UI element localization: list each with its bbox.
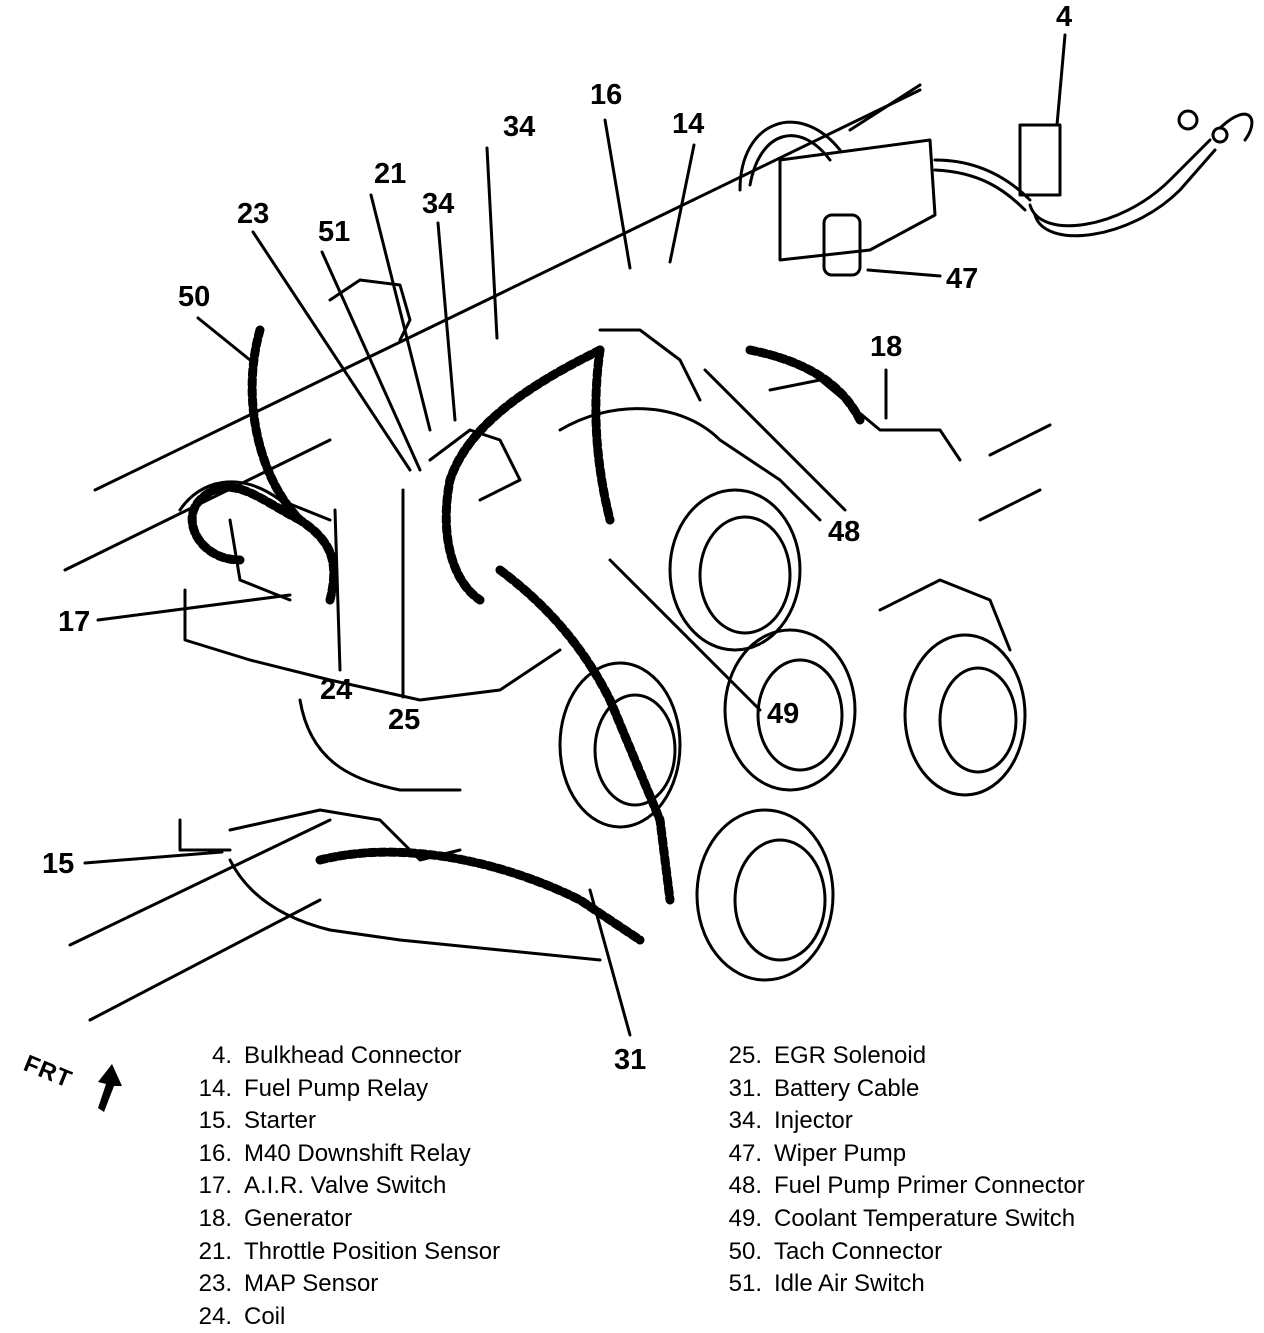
front-arrow-icon	[98, 1064, 122, 1112]
cowl-lines	[63, 83, 1052, 1022]
legend-number: 48.	[728, 1172, 762, 1200]
legend-label: Generator	[244, 1204, 353, 1232]
legend-label: Fuel Pump Primer Connector	[774, 1172, 1085, 1200]
callout-47: 47	[946, 263, 979, 295]
legend-label: MAP Sensor	[244, 1270, 379, 1298]
callout-24: 24	[320, 674, 353, 706]
callout-51: 51	[318, 216, 351, 248]
legend-item: 31. Battery Cable	[718, 1073, 1085, 1106]
legend-label: A.I.R. Valve Switch	[244, 1172, 447, 1200]
leader-lines	[83, 33, 1067, 1037]
legend-number: 24.	[198, 1302, 232, 1330]
callout-16: 16	[590, 79, 623, 111]
leader-14	[668, 143, 696, 264]
legend-number: 17.	[198, 1172, 232, 1200]
leader-34b	[436, 221, 457, 422]
callout-50: 50	[178, 281, 211, 313]
leader-16	[603, 118, 632, 270]
legend-label: Wiper Pump	[774, 1139, 907, 1167]
frt-label: FRT	[19, 1050, 77, 1094]
leader-15	[83, 850, 224, 865]
legend-number: 31.	[728, 1074, 762, 1102]
legend-number: 21.	[198, 1237, 232, 1265]
legend-item: 49. Coolant Temperature Switch	[718, 1203, 1085, 1236]
leader-24	[333, 508, 342, 672]
legend-item: 51. Idle Air Switch	[718, 1268, 1085, 1301]
leader-17	[96, 593, 292, 622]
leader-21	[369, 193, 432, 432]
leader-49	[608, 558, 762, 712]
legend-number: 34.	[728, 1107, 762, 1135]
legend-label: Coolant Temperature Switch	[774, 1204, 1076, 1232]
legend-item: 14. Fuel Pump Relay	[188, 1073, 500, 1106]
legend-number: 25.	[728, 1042, 762, 1069]
legend-number: 50.	[728, 1237, 762, 1265]
callout-14: 14	[672, 108, 705, 140]
legend-item: 47. Wiper Pump	[718, 1138, 1085, 1171]
legend-label: Tach Connector	[774, 1237, 943, 1265]
legend-label: Idle Air Switch	[774, 1270, 925, 1298]
leader-47	[866, 268, 942, 278]
wiper-pump-assembly	[738, 109, 1254, 277]
legend-number: 47.	[728, 1139, 762, 1167]
front-orientation-indicator: FRT	[20, 1050, 130, 1120]
pulleys	[558, 488, 1027, 982]
legend-item: 48. Fuel Pump Primer Connector	[718, 1170, 1085, 1203]
callout-4: 4	[1056, 1, 1073, 33]
legend-item: 4. Bulkhead Connector	[188, 1040, 500, 1073]
legend-number: 51.	[728, 1270, 762, 1298]
engine-block	[178, 278, 962, 962]
callout-17: 17	[58, 606, 91, 638]
legend-item: 18. Generator	[188, 1203, 500, 1236]
legend-item: 21. Throttle Position Sensor	[188, 1236, 501, 1269]
callout-49: 49	[767, 698, 800, 730]
legend-number: 15.	[198, 1107, 232, 1135]
callout-34a: 34	[503, 111, 536, 143]
leader-31	[588, 888, 632, 1037]
legend-label: Bulkhead Connector	[244, 1042, 462, 1069]
legend-label: Battery Cable	[774, 1074, 920, 1102]
callout-34b: 34	[422, 188, 455, 220]
callout-23: 23	[237, 198, 270, 230]
legend-number: 23.	[198, 1270, 232, 1298]
legend-label: M40 Downshift Relay	[244, 1139, 471, 1167]
leader-51	[320, 250, 422, 472]
legend-number: 4.	[211, 1042, 232, 1069]
callout-31: 31	[614, 1044, 647, 1076]
legend-label: Throttle Position Sensor	[244, 1237, 501, 1265]
callout-15: 15	[42, 848, 75, 880]
legend-item: 34. Injector	[718, 1105, 1085, 1138]
legend-number: 49.	[728, 1204, 762, 1232]
leader-34a	[485, 146, 499, 340]
legend-item: 24. Coil	[188, 1301, 500, 1333]
legend-label: Coil	[244, 1302, 286, 1330]
legend-label: Starter	[244, 1107, 317, 1135]
legend-number: 18.	[198, 1204, 232, 1232]
legend-label: Fuel Pump Relay	[244, 1074, 429, 1102]
callout-21: 21	[374, 158, 407, 190]
callout-18: 18	[870, 331, 903, 363]
legend-label: Injector	[774, 1107, 853, 1135]
legend-item: 15. Starter	[188, 1105, 500, 1138]
legend-item: 25. EGR Solenoid	[718, 1040, 1085, 1073]
wiring-harness	[187, 325, 865, 945]
legend-item: 50. Tach Connector	[718, 1236, 1085, 1269]
leader-4	[1055, 33, 1067, 127]
legend-number: 16.	[198, 1139, 232, 1167]
legend-label: EGR Solenoid	[774, 1042, 927, 1069]
legend-right-column: 25. EGR Solenoid 31. Battery Cable 34. Inje…	[718, 1040, 1085, 1301]
engine-diagram	[63, 33, 1254, 1037]
legend-item: 16. M40 Downshift Relay	[188, 1138, 500, 1171]
leader-50	[196, 316, 252, 362]
leader-23	[251, 230, 412, 472]
callout-25: 25	[388, 704, 421, 736]
legend-number: 14.	[198, 1074, 232, 1102]
legend-left-column: 4.Bulkhead Connector 14.Fuel Pump Relay …	[188, 1040, 501, 1333]
legend-item: 23. MAP Sensor	[188, 1268, 500, 1301]
callout-48: 48	[828, 516, 861, 548]
leader-48	[703, 368, 847, 512]
legend-item: 17. A.I.R. Valve Switch	[188, 1170, 500, 1203]
